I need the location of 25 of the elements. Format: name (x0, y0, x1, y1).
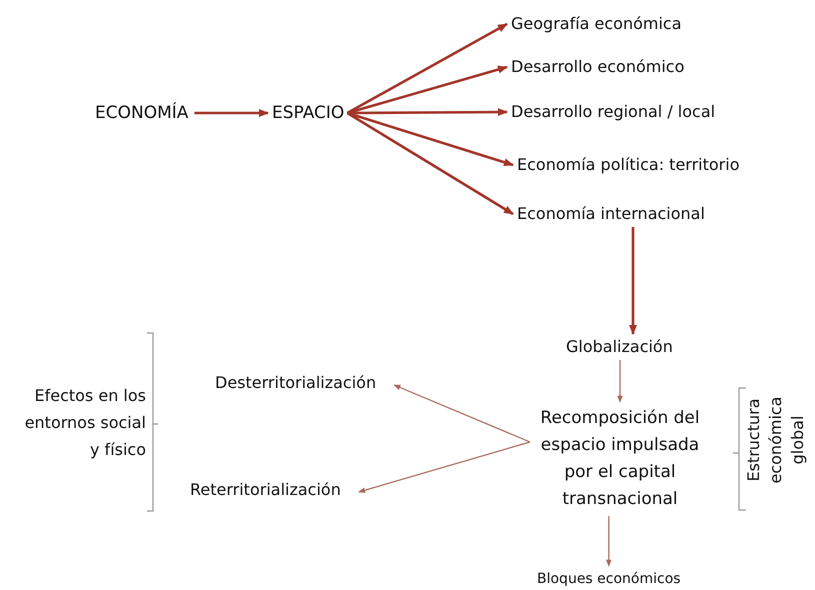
node-text: Desterritorialización (215, 373, 376, 393)
node-text: Recomposición del espacio impulsada por el capital transnacional (525, 405, 715, 513)
arrow (194, 109, 269, 117)
arrow (606, 516, 612, 567)
arrow (629, 227, 637, 335)
node-text: Geografía económica (511, 14, 682, 34)
arrow (358, 441, 530, 493)
arrow (346, 22, 508, 114)
node-text: Globalización (566, 337, 673, 357)
arrow (393, 384, 530, 443)
arrow (617, 360, 623, 403)
node-text: Desarrollo económico (511, 57, 684, 77)
node-text: Economía internacional (517, 204, 705, 224)
arrow (346, 112, 514, 166)
bracket-label: Efectos en los entornos social y físico (24, 385, 146, 461)
arrow (346, 66, 508, 114)
node-text: ESPACIO (272, 103, 344, 123)
node-text: ECONOMÍA (95, 103, 188, 123)
vertical-label: Estructura económica global (743, 396, 808, 486)
node-text: Desarrollo regional / local (511, 102, 716, 122)
node-text: Reterritorialización (190, 480, 341, 500)
node-text: Bloques económicos (537, 569, 681, 589)
arrow (346, 112, 514, 216)
node-text: Economía política: territorio (517, 155, 740, 175)
arrow (347, 108, 508, 116)
